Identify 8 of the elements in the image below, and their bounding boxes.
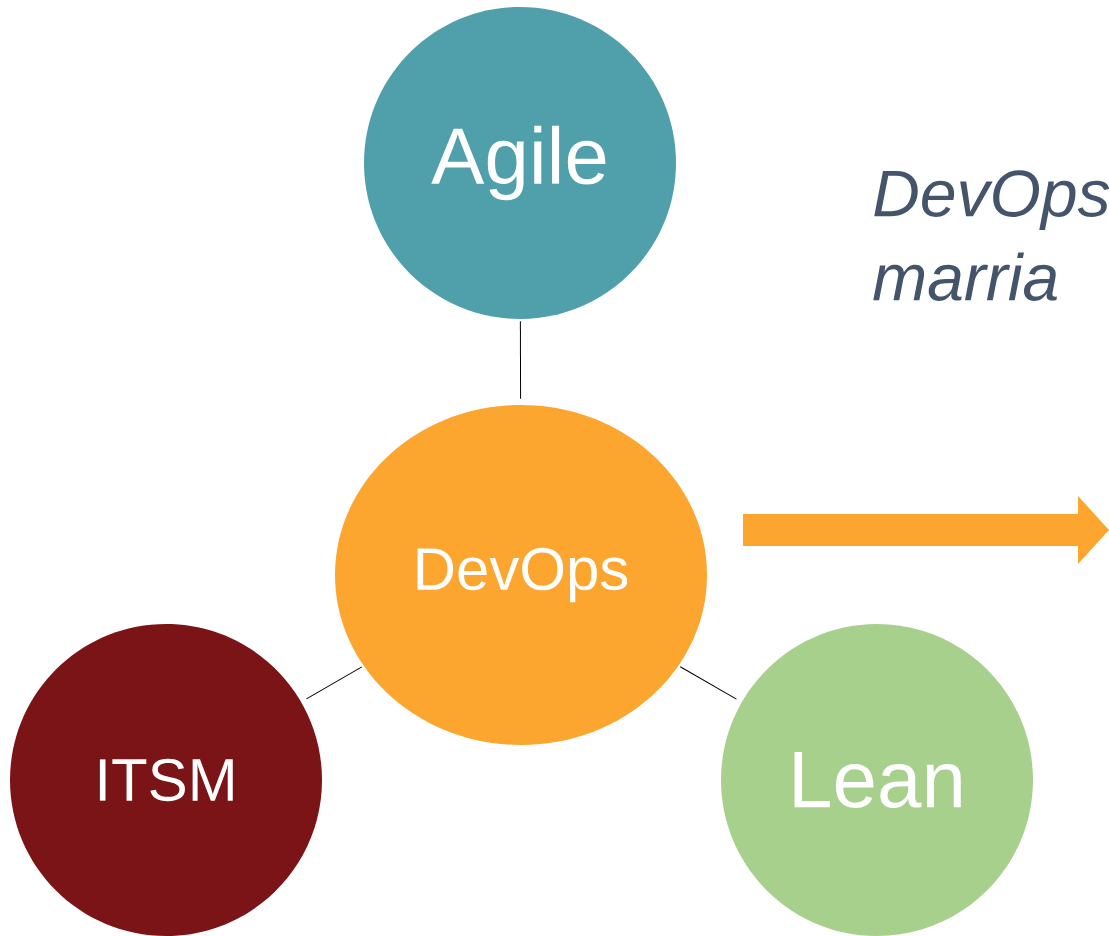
circle-node: Agile [364,7,676,319]
connector-line [305,666,363,700]
circle-node: DevOps [335,405,707,745]
connector-line [679,666,737,700]
circle-node: Lean [721,624,1033,936]
connector-line [519,320,522,400]
circle-node: ITSM [10,624,322,936]
italic-note: DevOps marria [873,170,1109,301]
